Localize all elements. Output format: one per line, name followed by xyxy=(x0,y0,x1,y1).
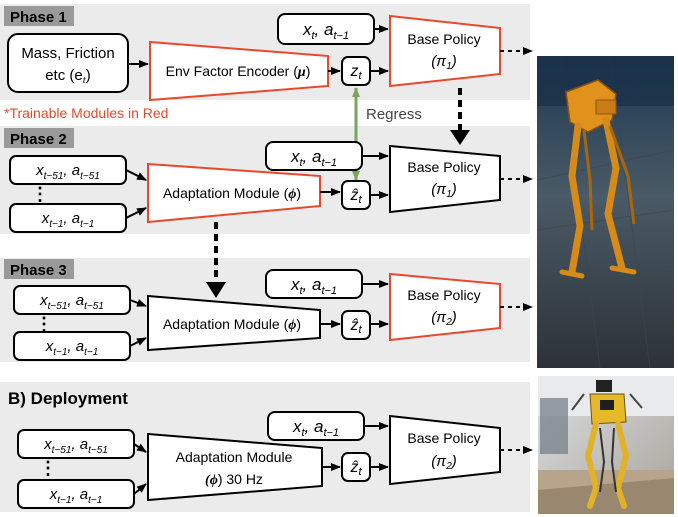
env-factors-line2: etc (et) xyxy=(45,67,91,86)
base-policy-deploy-label: Base Policy xyxy=(407,430,480,446)
arrow-history-top-to-adaptation2 xyxy=(125,169,147,181)
adaptation-module-deploy xyxy=(147,432,323,502)
phase3-header: Phase 3 xyxy=(10,262,67,279)
arrow-history-top-to-adaptation3 xyxy=(129,299,147,307)
adaptation-module-deploy-line1: Adaptation Module xyxy=(176,449,293,465)
arrow-history-bottom-to-adaptation-deploy xyxy=(133,483,147,495)
transfer-arrowhead-policy xyxy=(450,130,470,145)
deployment-header: B) Deployment xyxy=(8,389,128,408)
arrow-history-bottom-to-adaptation2 xyxy=(125,207,147,219)
phase1-header: Phase 1 xyxy=(10,9,67,26)
history-top-phase2-label: xt−51, at−51 xyxy=(35,162,100,182)
obs-phase3-label: xt, at−1 xyxy=(290,275,337,297)
env-factors-line1: Mass, Friction xyxy=(21,45,114,62)
adaptation-module-phase3-label: Adaptation Module (ϕ) xyxy=(163,316,301,333)
history-top-deploy-label: xt−51, at−51 xyxy=(43,436,108,456)
adaptation-module-deploy-line2: (ϕ) 30 Hz xyxy=(205,471,263,488)
base-policy-phase2-label: Base Policy xyxy=(407,159,480,175)
real-bipedal-robot xyxy=(538,376,674,514)
base-policy-phase3 xyxy=(389,272,501,342)
env-factor-encoder xyxy=(149,40,329,102)
regress-label: Regress xyxy=(366,106,422,123)
adaptation-module-phase2 xyxy=(147,162,321,224)
base-policy-phase2 xyxy=(389,144,501,214)
arrow-history-bottom-to-adaptation3 xyxy=(129,337,147,347)
latent-zhat-deploy-label: ẑt xyxy=(349,459,362,478)
obs-phase1-label: xt, at−1 xyxy=(302,20,349,42)
base-policy-phase3-label: Base Policy xyxy=(407,287,480,303)
trainable-modules-note: *Trainable Modules in Red xyxy=(4,105,168,121)
transfer-arrowhead-adaptation xyxy=(206,282,226,298)
base-policy-deploy-symbol: (π2) xyxy=(431,453,457,472)
latent-zhat-phase3-label: ẑt xyxy=(349,317,362,336)
history-bottom-phase2-label: xt−1, at−1 xyxy=(41,210,95,230)
history-top-phase3-label: xt−51, at−51 xyxy=(39,292,104,312)
history-ellipsis-phase2: ⋮ xyxy=(31,184,49,204)
phase2-header: Phase 2 xyxy=(10,131,67,148)
history-bottom-deploy-label: xt−1, at−1 xyxy=(49,486,103,506)
history-bottom-phase3-label: xt−1, at−1 xyxy=(45,338,99,358)
base-policy-phase1-label: Base Policy xyxy=(407,31,480,47)
obs-deploy-label: xt, at−1 xyxy=(292,417,339,439)
simulated-bipedal-robot xyxy=(536,55,675,369)
obs-phase2-label: xt, at−1 xyxy=(290,147,337,169)
phase2-header-bg xyxy=(4,128,74,148)
phase3-header-bg xyxy=(4,259,74,279)
base-policy-deploy xyxy=(389,414,501,486)
history-ellipsis-phase3: ⋮ xyxy=(35,314,53,334)
adaptation-module-phase3 xyxy=(147,294,321,352)
arrow-history-top-to-adaptation-deploy xyxy=(133,443,147,453)
phase1-header-bg xyxy=(4,6,74,26)
latent-z-label: zt xyxy=(349,63,362,82)
adaptation-module-phase2-label: Adaptation Module (ϕ) xyxy=(163,185,301,202)
base-policy-phase1 xyxy=(389,14,501,88)
env-factor-encoder-label: Env Factor Encoder (μ) xyxy=(166,63,311,80)
base-policy-phase3-symbol: (π2) xyxy=(431,309,457,328)
base-policy-phase1-symbol: (π1) xyxy=(431,53,457,72)
base-policy-phase2-symbol: (π1) xyxy=(431,181,457,200)
latent-zhat-phase2-label: ẑt xyxy=(349,187,362,206)
history-ellipsis-deploy: ⋮ xyxy=(39,458,57,478)
